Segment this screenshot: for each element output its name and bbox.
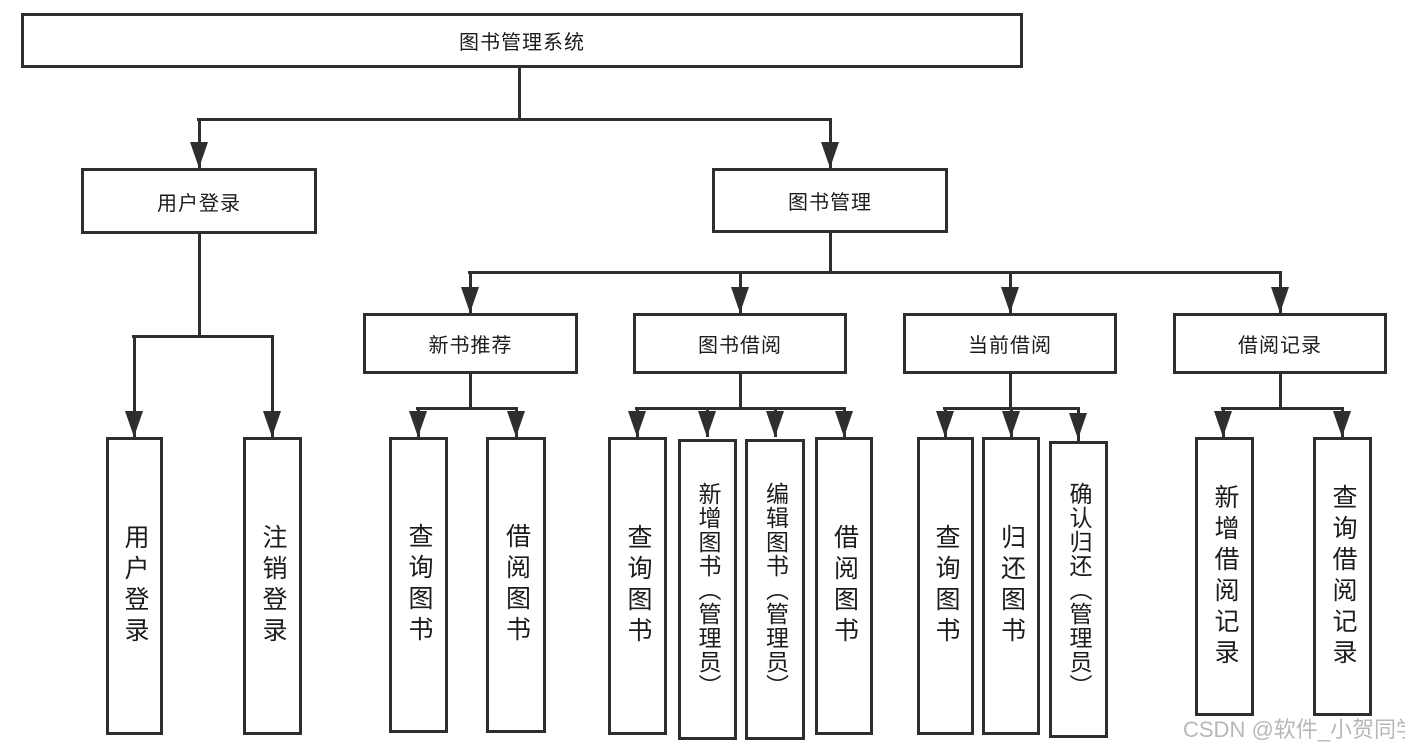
connector-line [518,68,521,118]
leaf-borrow-edit-books-admin-label: 编辑图书（管理员） [762,481,789,698]
arrowhead-down-icon [409,411,427,437]
leaf-current-return-books-label: 归还图书 [997,524,1026,648]
arrowhead-down-icon [1214,411,1232,437]
connector-line [271,337,274,437]
leaf-logout-label: 注销登录 [259,524,287,648]
leaf-borrow-borrow-books-label: 借阅图书 [830,524,859,648]
arrowhead-down-icon [731,287,749,313]
arrowhead-down-icon [821,142,839,168]
connector-line [739,374,742,407]
connector-line [133,337,136,437]
csdn-watermark: CSDN @软件_小贺同学 [1183,717,1405,742]
node-new-books-label: 新书推荐 [428,335,513,357]
arrowhead-down-icon [461,287,479,313]
node-borrow-records-label: 借阅记录 [1238,335,1322,357]
leaf-current-query-books-label: 查询图书 [932,524,960,648]
connector-line [468,271,1282,274]
connector-line [198,234,201,335]
connector-line [635,407,846,410]
arrowhead-down-icon [766,411,784,437]
leaf-records-query-record: 查询借阅记录 [1313,437,1372,716]
leaf-borrow-query-books-label: 查询图书 [624,524,652,648]
leaf-borrow-query-books: 查询图书 [608,437,667,735]
arrowhead-down-icon [125,411,143,437]
arrowhead-down-icon [1002,411,1020,437]
node-book-management-label: 图书管理 [788,192,872,214]
arrowhead-down-icon [1069,413,1087,439]
leaf-borrow-add-books-admin: 新增图书（管理员） [678,439,737,740]
node-book-borrow-label: 图书借阅 [698,335,782,357]
node-current-borrow-label: 当前借阅 [968,335,1052,357]
node-borrow-records: 借阅记录 [1173,313,1387,374]
connector-line [943,407,1080,410]
leaf-borrow-add-books-admin-label: 新增图书（管理员） [695,481,721,698]
leaf-records-add-record-label: 新增借阅记录 [1211,483,1239,670]
arrowhead-down-icon [936,411,954,437]
leaf-records-query-record-label: 查询借阅记录 [1329,483,1357,670]
leaf-current-query-books: 查询图书 [917,437,974,735]
arrowhead-down-icon [628,411,646,437]
leaf-user-login-label: 用户登录 [121,524,149,648]
leaf-user-login: 用户登录 [106,437,163,735]
node-current-borrow: 当前借阅 [903,313,1117,374]
arrowhead-down-icon [698,411,716,437]
arrowhead-down-icon [1001,287,1019,313]
leaf-current-confirm-return-admin-label: 确认归还（管理员） [1066,481,1092,698]
connector-line [1221,407,1344,410]
leaf-newbooks-query-books: 查询图书 [389,437,448,733]
leaf-logout: 注销登录 [243,437,302,735]
connector-line [416,407,518,410]
arrowhead-down-icon [190,142,208,168]
connector-line [132,335,274,338]
connector-line [469,374,472,407]
connector-line [829,233,832,271]
connector-line [1009,374,1012,407]
arrowhead-down-icon [1271,287,1289,313]
node-book-management: 图书管理 [712,168,948,233]
leaf-records-add-record: 新增借阅记录 [1195,437,1254,716]
node-user-login-label: 用户登录 [157,192,241,215]
node-book-borrow: 图书借阅 [633,313,847,374]
arrowhead-down-icon [507,411,525,437]
leaf-borrow-borrow-books: 借阅图书 [815,437,873,735]
arrowhead-down-icon [263,411,281,437]
leaf-newbooks-query-books-label: 查询图书 [405,523,433,647]
leaf-newbooks-borrow-books: 借阅图书 [486,437,546,733]
node-root: 图书管理系统 [21,13,1023,68]
node-new-books: 新书推荐 [363,313,578,374]
connector-line [197,118,832,121]
leaf-newbooks-borrow-books-label: 借阅图书 [502,523,531,647]
leaf-current-confirm-return-admin: 确认归还（管理员） [1049,441,1108,738]
leaf-borrow-edit-books-admin: 编辑图书（管理员） [745,439,805,740]
leaf-current-return-books: 归还图书 [982,437,1040,735]
arrowhead-down-icon [835,411,853,437]
node-root-label: 图书管理系统 [459,32,585,54]
node-user-login: 用户登录 [81,168,317,234]
arrowhead-down-icon [1333,411,1351,437]
connector-line [1279,374,1282,407]
